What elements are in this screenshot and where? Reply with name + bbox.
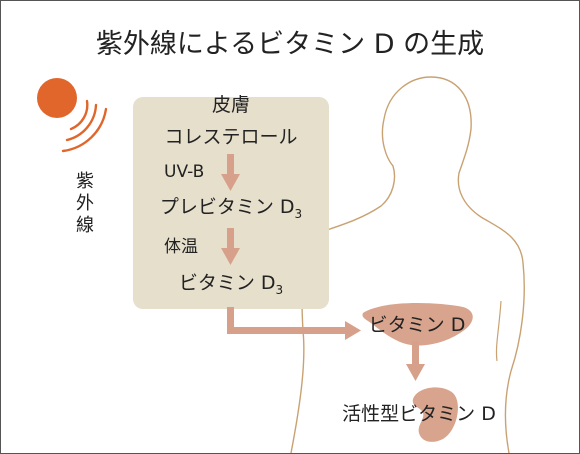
arrow-uvb [221, 154, 240, 191]
previtamin-d3-sub: 3 [295, 207, 303, 221]
uv-label-char-2: 外 [76, 193, 94, 214]
arrow-label-uvb: UV-B [164, 162, 204, 182]
step-cholesterol: コレステロール [164, 126, 297, 148]
arrow-liver-to-kidney [406, 341, 425, 381]
vitamin-d3-main: ビタミン D [179, 272, 276, 294]
step-previtamin-d3: プレビタミン D3 [160, 196, 302, 221]
skin-box [133, 97, 329, 309]
arrow-label-body-temp: 体温 [164, 237, 198, 257]
vitamin-d3-sub: 3 [276, 283, 284, 297]
kidney-label: 活性型ビタミン D [342, 403, 496, 425]
skin-header: 皮膚 [212, 94, 250, 116]
arrow-skin-to-liver [227, 307, 361, 340]
liver-label: ビタミン D [369, 314, 466, 336]
previtamin-d3-main: プレビタミン D [160, 196, 295, 218]
step-vitamin-d3: ビタミン D3 [179, 272, 283, 297]
uv-waves-icon [61, 99, 108, 153]
arrow-body-temp [221, 228, 240, 265]
kidney-shape [412, 387, 458, 442]
uv-label-char-3: 線 [76, 215, 94, 236]
sun-icon [37, 78, 77, 118]
diagram-title: 紫外線によるビタミン D の生成 [96, 29, 484, 60]
body-inner-line [495, 300, 502, 362]
liver-shape [362, 303, 473, 346]
uv-label-char-1: 紫 [76, 171, 94, 192]
